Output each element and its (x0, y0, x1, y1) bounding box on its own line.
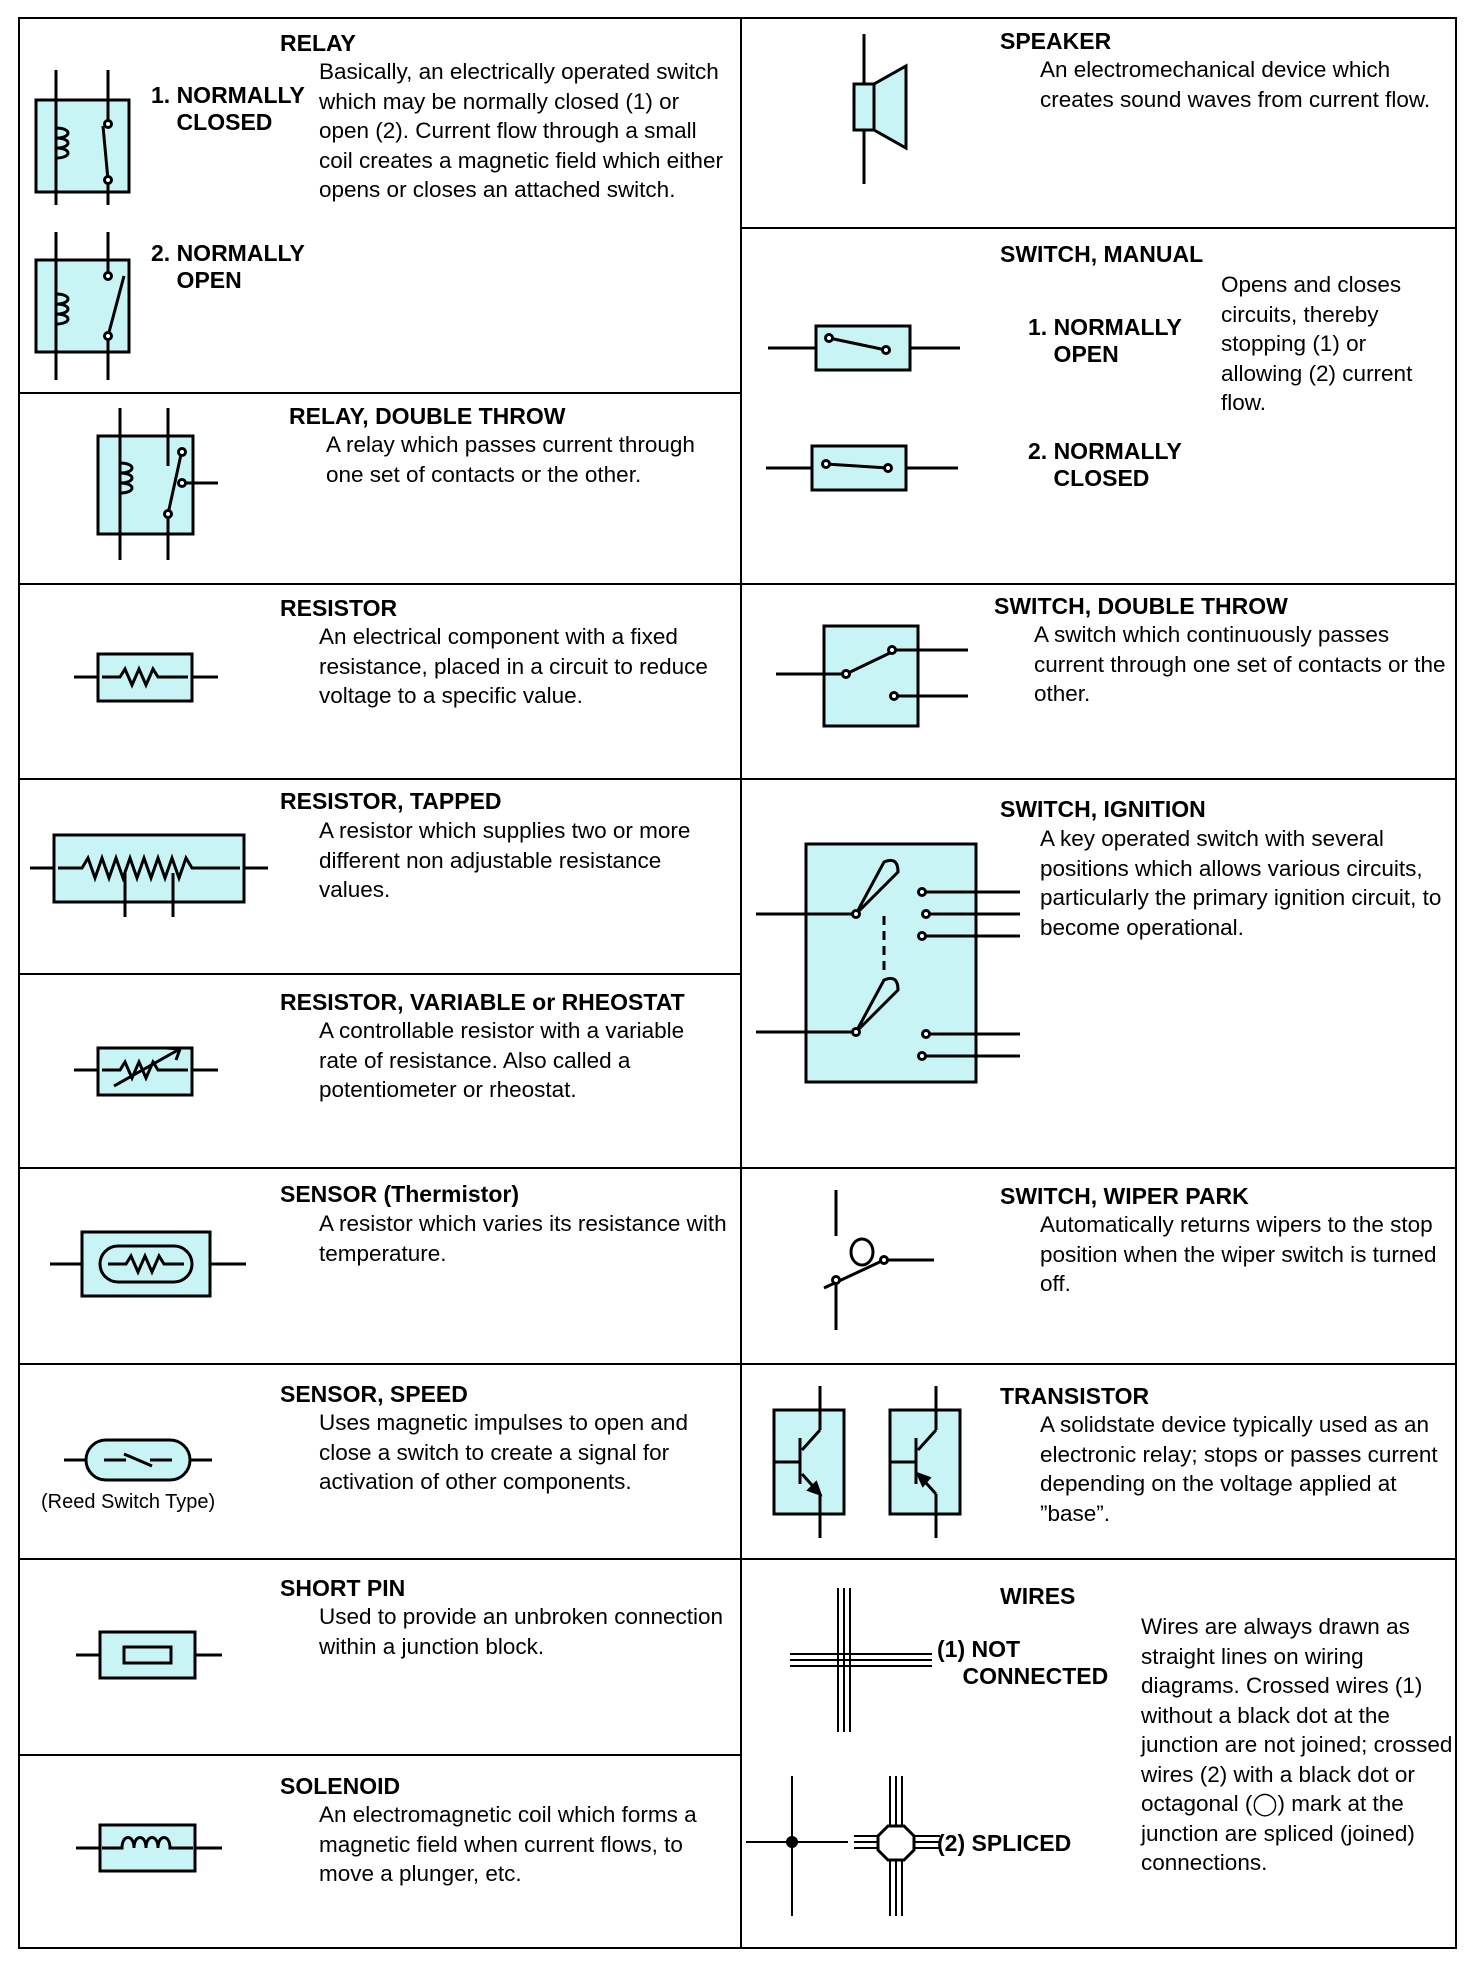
switch-wiper-park-title: SWITCH, WIPER PARK (1000, 1183, 1249, 1209)
sensor-speed-description: Uses magnetic impulses to open and close… (319, 1410, 688, 1494)
switch-ignition-description: A key operated switch with several posit… (1040, 826, 1442, 940)
resistor-tapped-icon (30, 833, 268, 917)
reed-switch-icon (64, 1438, 212, 1482)
switch-manual-description: Opens and closes circuits, thereby stopp… (1221, 272, 1413, 415)
resistor-title: RESISTOR (280, 595, 398, 621)
switch-normally-closed-icon (766, 444, 958, 492)
wires-spliced-dot-icon (746, 1776, 848, 1916)
resistor-icon (74, 652, 218, 703)
short-pin-title: SHORT PIN (280, 1575, 406, 1601)
solenoid-icon (76, 1823, 222, 1873)
short-pin-icon (76, 1630, 222, 1680)
switch-manual-normally-closed-label: 2. NORMALLY CLOSED (1028, 438, 1182, 491)
transistor-npn-icon (772, 1386, 846, 1538)
switch-double-throw-icon (776, 624, 968, 728)
resistor-description: An electrical component with a fixed res… (319, 624, 708, 708)
relay-double-throw-title: RELAY, DOUBLE THROW (289, 403, 566, 429)
speaker-icon (852, 34, 908, 184)
wires-description: Wires are always drawn as straight lines… (1141, 1614, 1453, 1875)
wires-spliced-octagon-icon (854, 1776, 940, 1916)
wires-title: WIRES (1000, 1583, 1076, 1609)
wires-not-connected-label: (1) NOT CONNECTED (937, 1636, 1109, 1689)
speaker-description: An electromechanical device which create… (1040, 57, 1431, 112)
reed-switch-caption: (Reed Switch Type) (41, 1491, 216, 1513)
relay-normally-open-label: 2. NORMALLY OPEN (151, 240, 305, 293)
resistor-variable-title: RESISTOR, VARIABLE or RHEOSTAT (280, 989, 685, 1015)
wiper-park-switch-icon (823, 1190, 934, 1330)
relay-normally-closed-icon (34, 70, 131, 205)
relay-double-throw-description: A relay which passes current through one… (326, 432, 695, 487)
relay-normally-open-icon (34, 232, 131, 380)
thermistor-icon (50, 1230, 246, 1298)
switch-double-throw-description: A switch which continuously passes curre… (1034, 622, 1446, 706)
transistor-pnp-icon (888, 1386, 962, 1538)
switch-wiper-park-description: Automatically returns wipers to the stop… (1040, 1212, 1437, 1296)
relay-double-throw-icon (96, 408, 218, 560)
switch-ignition-title: SWITCH, IGNITION (1000, 796, 1206, 822)
wires-spliced-label: (2) SPLICED (937, 1830, 1072, 1856)
sensor-thermistor-description: A resistor which varies its resistance w… (319, 1211, 727, 1266)
ignition-switch-icon (756, 842, 1020, 1084)
solenoid-title: SOLENOID (280, 1773, 401, 1799)
transistor-title: TRANSISTOR (1000, 1383, 1150, 1409)
short-pin-description: Used to provide an unbroken connection w… (319, 1604, 724, 1659)
switch-manual-title: SWITCH, MANUAL (1000, 241, 1204, 267)
resistor-variable-icon (74, 1046, 218, 1097)
transistor-description: A solidstate device typically used as an… (1040, 1412, 1438, 1526)
switch-manual-normally-open-label: 1. NORMALLY OPEN (1028, 314, 1182, 367)
resistor-variable-description: A controllable resistor with a variable … (319, 1018, 685, 1102)
wires-not-connected-icon (790, 1588, 932, 1732)
speaker-title: SPEAKER (1000, 28, 1112, 54)
solenoid-description: An electromagnetic coil which forms a ma… (319, 1802, 697, 1886)
relay-normally-closed-label: 1. NORMALLY CLOSED (151, 82, 305, 135)
resistor-tapped-title: RESISTOR, TAPPED (280, 788, 502, 814)
switch-normally-open-icon (768, 324, 960, 372)
switch-double-throw-title: SWITCH, DOUBLE THROW (994, 593, 1288, 619)
resistor-tapped-description: A resistor which supplies two or more di… (319, 818, 691, 902)
sensor-speed-title: SENSOR, SPEED (280, 1381, 468, 1407)
relay-description: Basically, an electrically operated swit… (319, 59, 723, 202)
sensor-thermistor-title: SENSOR (Thermistor) (280, 1181, 519, 1207)
relay-title: RELAY (280, 30, 356, 56)
